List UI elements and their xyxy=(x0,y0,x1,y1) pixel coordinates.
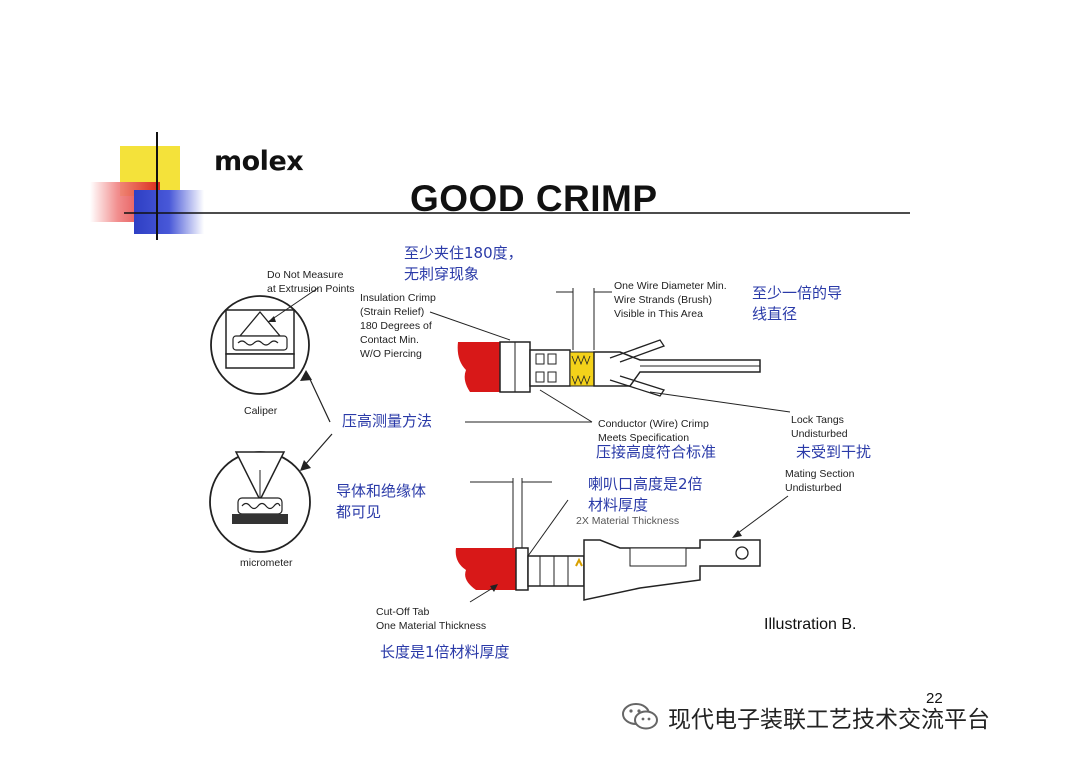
cn-label-bellmouth: 喇叭口高度是2倍 材料厚度 xyxy=(588,475,703,514)
label-micrometer: micrometer xyxy=(240,557,293,569)
cn-label-wire-diameter: 至少一倍的导 线直径 xyxy=(752,284,843,323)
cn-label-crimp-spec: 压接高度符合标准 xyxy=(596,443,717,461)
caliper-drawing xyxy=(210,287,319,395)
cn-label-insulation-180: 至少夹住180度， 无刺穿现象 xyxy=(404,244,523,283)
label-material-thickness: 2X Material Thickness xyxy=(576,515,680,527)
label-do-not-measure: Do Not Measure at Extrusion Points xyxy=(267,269,355,295)
top-terminal-drawing xyxy=(429,288,791,423)
cn-label-lock-tangs: 未受到干扰 xyxy=(796,443,872,461)
molex-logo: molex xyxy=(214,146,304,177)
cn-label-crimp-height: 压高测量方法 xyxy=(342,412,433,430)
watermark-text: 现代电子装联工艺技术交流平台 xyxy=(668,707,990,733)
illustration-label: Illustration B. xyxy=(764,616,857,633)
label-caliper: Caliper xyxy=(244,405,278,417)
cn-label-cutoff-length: 长度是1倍材料厚度 xyxy=(380,643,510,661)
label-lock-tangs: Lock Tangs Undisturbed xyxy=(791,414,848,440)
label-conductor-crimp: Conductor (Wire) Crimp Meets Specificati… xyxy=(598,418,709,444)
micrometer-drawing xyxy=(209,451,311,553)
decor-block-blue xyxy=(134,190,204,234)
label-one-wire-diameter: One Wire Diameter Min. Wire Strands (Bru… xyxy=(614,280,727,320)
bottom-terminal-drawing xyxy=(455,478,789,603)
page-number: 22 xyxy=(926,690,943,707)
label-mating-section: Mating Section Undisturbed xyxy=(785,468,855,494)
slide-title: GOOD CRIMP xyxy=(410,178,658,219)
label-cutoff-tab: Cut-Off Tab One Material Thickness xyxy=(376,606,487,632)
label-insulation-crimp: Insulation Crimp (Strain Relief) 180 Deg… xyxy=(360,292,436,360)
wechat-icon xyxy=(620,700,660,737)
cn-label-visible: 导体和绝缘体 都可见 xyxy=(336,482,427,521)
